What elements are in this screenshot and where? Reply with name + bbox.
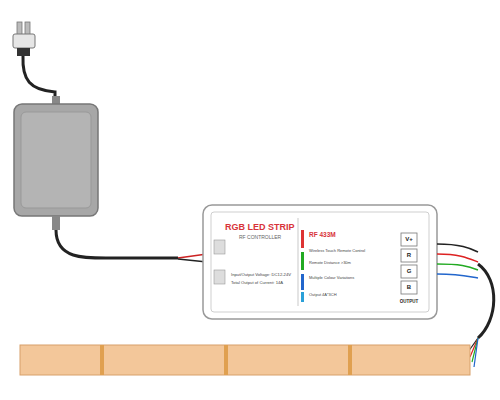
spec-text: Total Output of Current: 14A (231, 281, 283, 286)
output-label: OUTPUT (400, 300, 419, 305)
feature-text: Wireless Touch Remote Control (309, 249, 365, 253)
input-terminal (214, 270, 225, 284)
led-strip (20, 345, 470, 375)
pin-name: B (407, 284, 411, 291)
controller-housing (203, 205, 437, 319)
input-terminal (214, 240, 225, 254)
pin-name: G (407, 268, 412, 275)
product-subtitle: RF CONTROLLER (239, 235, 281, 241)
pin-name: R (407, 252, 411, 259)
controller-label-panel (211, 212, 429, 312)
color-bar (301, 252, 304, 270)
spec-text: Input/Output Voltage: DC12-24V (231, 273, 291, 278)
color-bar (301, 230, 304, 248)
controller-box: RGB LED STRIP RF CONTROLLER Input/Output V… (203, 205, 437, 319)
plug (13, 22, 35, 56)
color-bar (301, 274, 304, 290)
product-title: RGB LED STRIP (225, 223, 295, 233)
color-bar (301, 292, 304, 302)
feature-text: Remote Distance >30m (309, 261, 351, 265)
feature-text: Multiple Colour Variations (309, 276, 354, 280)
pin-name: V+ (405, 236, 413, 243)
frequency-label: RF 433M (309, 231, 336, 238)
dc-cable (56, 230, 178, 258)
strip-cable (478, 264, 494, 338)
feature-text: Output 4A*3CH (309, 293, 337, 297)
output-wires (437, 244, 478, 278)
mains-cable (23, 56, 55, 100)
divider (298, 218, 299, 306)
power-adapter (14, 96, 98, 230)
output-terminals (401, 233, 417, 294)
